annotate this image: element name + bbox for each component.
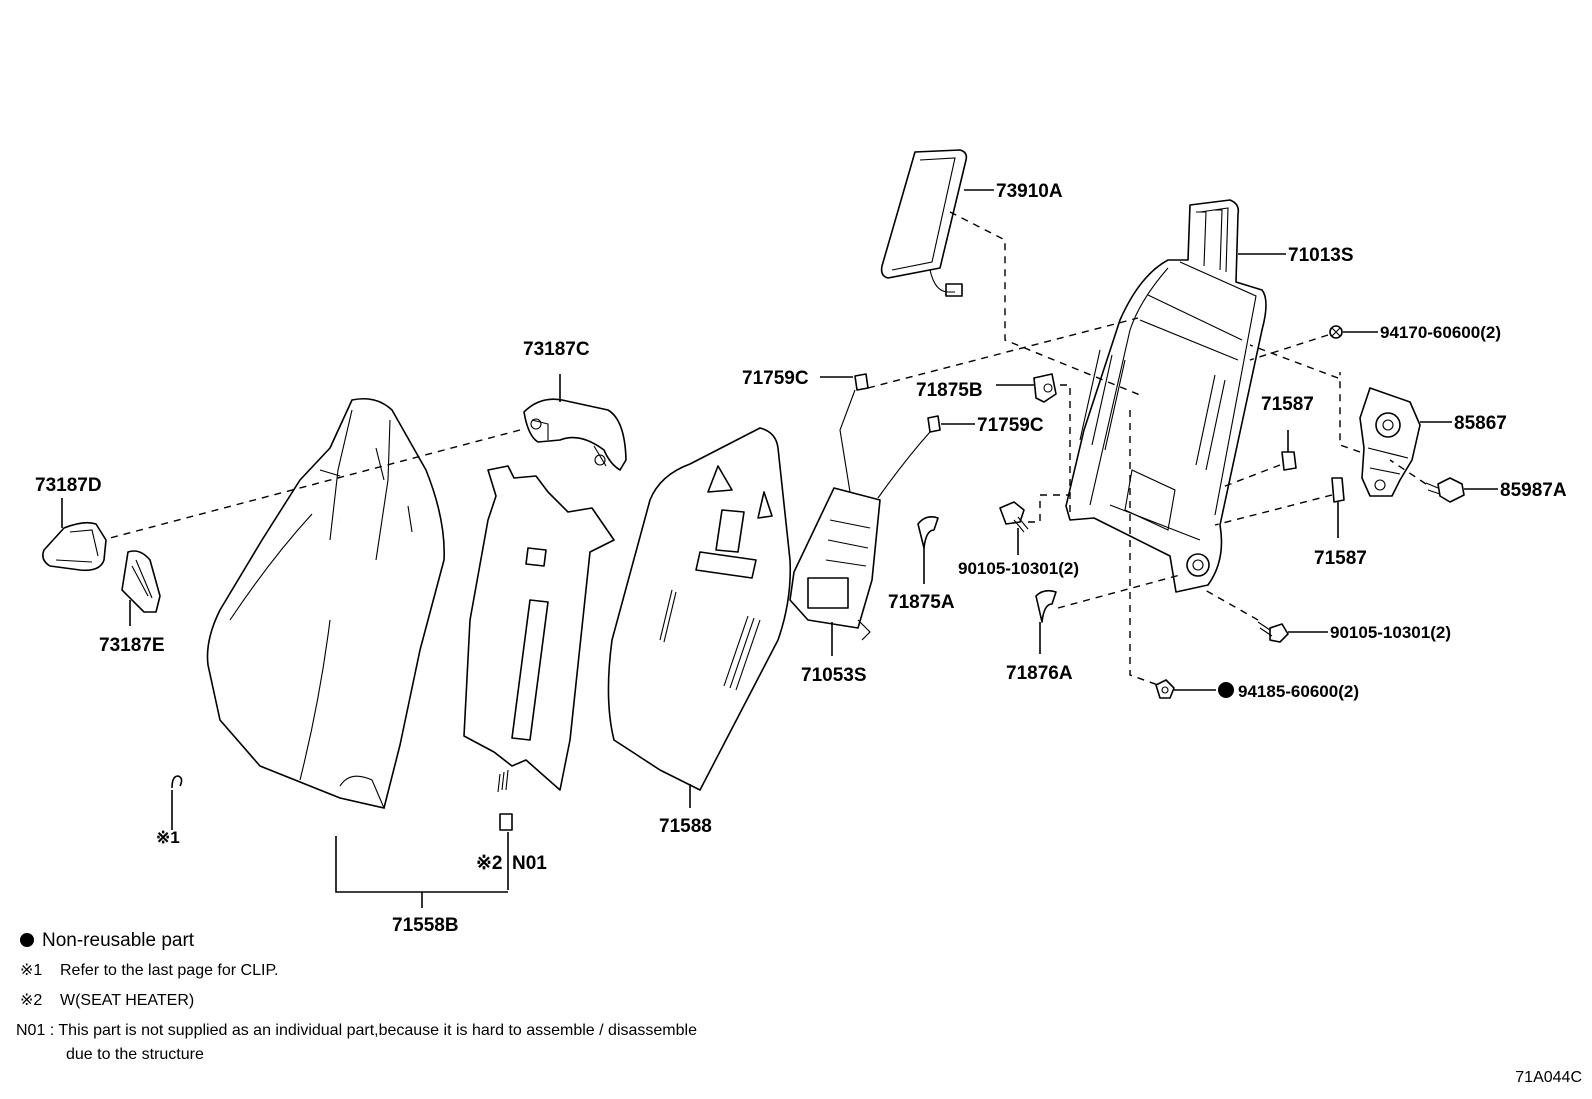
seat-back-cover-71558B <box>206 397 445 809</box>
label-90105-upper: 90105-10301(2) <box>958 559 1079 578</box>
label-mark-2: ※2 <box>476 853 503 874</box>
dash-94170 <box>1249 334 1329 361</box>
dash-94185 <box>1129 410 1159 686</box>
note-2-mark: ※2 <box>20 992 43 1009</box>
label-94185: 94185-60600(2) <box>1238 682 1359 701</box>
n01-mark: N01 : <box>16 1022 55 1039</box>
dash-73910A <box>949 211 1141 396</box>
n01-text-1: This part is not supplied as an individu… <box>58 1022 697 1039</box>
bolt-90105-lower <box>1257 621 1289 643</box>
legend-n01-cont: due to the structure <box>66 1046 204 1064</box>
clip-71587-lower <box>1331 477 1345 538</box>
seat-heater-N01 <box>463 465 615 890</box>
dash-85867-b <box>1339 372 1361 453</box>
label-mark-1: ※1 <box>156 828 180 847</box>
garnish-73187E <box>121 550 161 613</box>
clip-71587-upper <box>1281 430 1297 471</box>
dash-71587-upper <box>1219 464 1281 489</box>
label-71875B: 71875B <box>916 380 983 401</box>
non-reusable-dot-icon <box>1218 682 1234 698</box>
note-1-text: Refer to the last page for CLIP. <box>60 962 279 979</box>
n01-text-2: due to the structure <box>66 1046 204 1063</box>
note-1-mark: ※1 <box>20 962 43 979</box>
dash-71587-lower <box>1214 494 1333 526</box>
back-board-71588 <box>607 427 792 791</box>
garnish-73187D <box>42 521 107 572</box>
label-85987A: 85987A <box>1500 480 1567 501</box>
label-71587-lower: 71587 <box>1314 548 1367 569</box>
label-73187C: 73187C <box>523 339 590 360</box>
legend-n01: N01 : This part is not supplied as an in… <box>16 1022 697 1040</box>
dash-85987A <box>1389 459 1427 485</box>
garnish-73187C <box>523 398 627 471</box>
legend-nonreusable-text: Non-reusable part <box>42 930 195 951</box>
pad-71759C-upper <box>854 373 869 391</box>
dash-90105-upper <box>1028 494 1070 523</box>
label-71053S: 71053S <box>801 665 867 686</box>
dash-85867-a <box>1249 344 1339 379</box>
legend-note-1: ※1 Refer to the last page for CLIP. <box>20 960 279 980</box>
filled-circle-icon <box>20 933 34 947</box>
bolt-90105-upper <box>999 501 1029 555</box>
label-90105-lower: 90105-10301(2) <box>1330 623 1451 642</box>
label-73187E: 73187E <box>99 635 165 656</box>
note-2-text: W(SEAT HEATER) <box>60 992 195 1009</box>
dash-90105-lower <box>1204 589 1259 621</box>
side-airbag-73910A <box>880 149 968 297</box>
nut-94185 <box>1155 679 1175 699</box>
label-71587-upper: 71587 <box>1261 394 1314 415</box>
label-71876A: 71876A <box>1006 663 1073 684</box>
label-71558B: 71558B <box>392 915 459 936</box>
screw-85987A <box>1425 477 1465 503</box>
recliner-85867 <box>1359 387 1421 497</box>
legend-note-2: ※2 W(SEAT HEATER) <box>20 990 194 1010</box>
label-85867: 85867 <box>1454 413 1507 434</box>
label-73910A: 73910A <box>996 181 1063 202</box>
label-71013S: 71013S <box>1288 245 1354 266</box>
lumbar-support-71053S <box>789 389 931 641</box>
label-73187D: 73187D <box>35 475 102 496</box>
dash-73187C <box>109 429 521 539</box>
label-71759C-upper: 71759C <box>742 368 809 389</box>
label-71875A: 71875A <box>888 592 955 613</box>
part-71876A <box>1035 589 1057 654</box>
legend-nonreusable: Non-reusable part <box>20 930 194 952</box>
bolt-94170 <box>1329 325 1343 339</box>
reference-code: 71A044C <box>1515 1069 1582 1086</box>
dash-71875B <box>1060 384 1071 512</box>
label-94170: 94170-60600(2) <box>1380 323 1501 342</box>
part-71875A <box>917 516 939 584</box>
seat-back-frame-71013S <box>1065 199 1267 593</box>
dash-71876A <box>1057 574 1181 609</box>
clip-mark-1 <box>171 775 183 830</box>
label-71588: 71588 <box>659 816 712 837</box>
label-N01: N01 <box>512 853 547 874</box>
part-71875B <box>1033 373 1057 403</box>
pad-71759C-lower <box>927 415 941 433</box>
label-71759C-lower: 71759C <box>977 415 1044 436</box>
bracket-71558B <box>335 836 508 893</box>
